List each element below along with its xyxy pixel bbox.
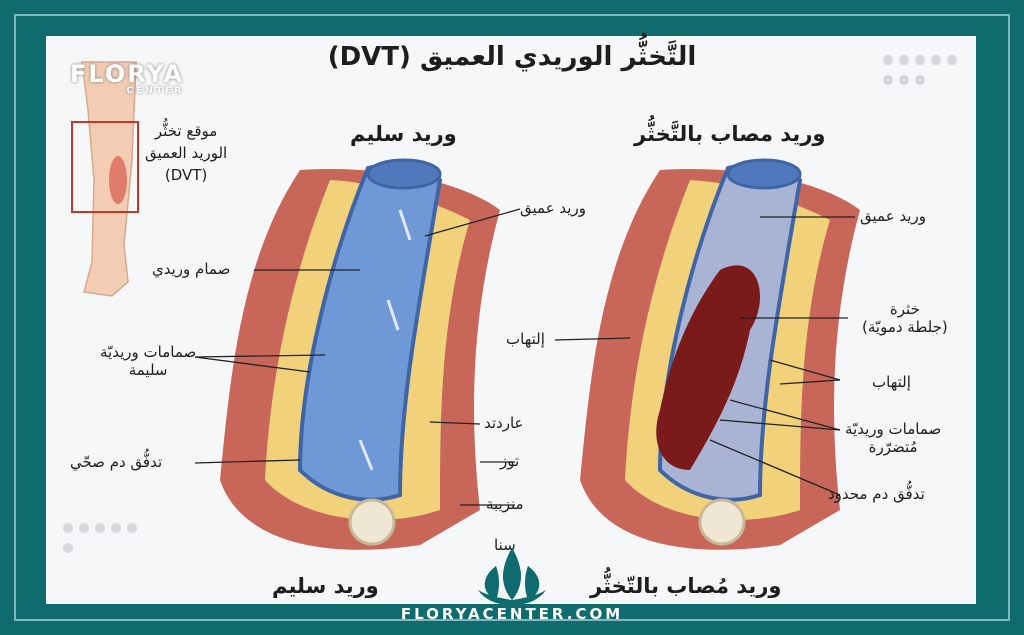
- label-healthy-flow: تدفُّق دم صحّي: [70, 453, 163, 471]
- blood-clot: [656, 265, 760, 470]
- brand-sub: CENTER: [126, 86, 185, 96]
- dvt-location-box: [71, 121, 139, 213]
- label-bottom: سنا: [494, 536, 516, 554]
- website-url[interactable]: FLORYACENTER.COM: [400, 605, 624, 623]
- diseased-header: وريد مصاب بالتَّخثُّر: [634, 122, 826, 146]
- page-title: التَّخثُّر الوريدي العميق (DVT): [327, 42, 697, 72]
- label-muscle: عاردتد: [484, 414, 524, 432]
- decor-dots-top: [880, 52, 960, 92]
- lotus-logo: [478, 548, 546, 605]
- label-healthy-valves: صمامات وريديّة سليمة: [100, 343, 197, 379]
- diseased-vein-section: [580, 158, 860, 550]
- label-restricted-flow: تدفُّق دم محدود: [828, 485, 925, 503]
- label-inflammation-left: إلتهاب: [506, 330, 545, 348]
- healthy-footer: وريد سليم: [272, 574, 379, 598]
- decor-dots-bottom: [60, 520, 140, 560]
- brand-logo: FLORYA CENTER: [70, 60, 184, 96]
- healthy-vein-section: [220, 158, 500, 550]
- brand-name: FLORYA: [70, 60, 185, 88]
- label-damaged-valves: صمامات وريديّة مُتضرّرة: [845, 420, 942, 456]
- leader-lines: [194, 208, 855, 506]
- healthy-header: وريد سليم: [350, 122, 457, 146]
- label-inflammation-right: إلتهاب: [872, 373, 911, 391]
- label-deep-vein-diseased: وريد عميق: [860, 207, 926, 225]
- leg-inset: [71, 61, 139, 297]
- outer-frame: [14, 14, 1010, 621]
- label-fat: توز: [500, 452, 520, 470]
- label-bone: منزيبة: [486, 495, 524, 513]
- diseased-footer: وريد مُصاب بالتّخثُّر: [590, 574, 782, 598]
- label-valve: صمام وريدي: [152, 260, 231, 278]
- label-clot: خثرة (جلطة دمويّة): [862, 300, 948, 336]
- label-deep-vein-healthy: وريد عميق: [520, 199, 586, 217]
- inset-label: موقع تخثُّر الوريد العميق (DVT): [145, 122, 228, 184]
